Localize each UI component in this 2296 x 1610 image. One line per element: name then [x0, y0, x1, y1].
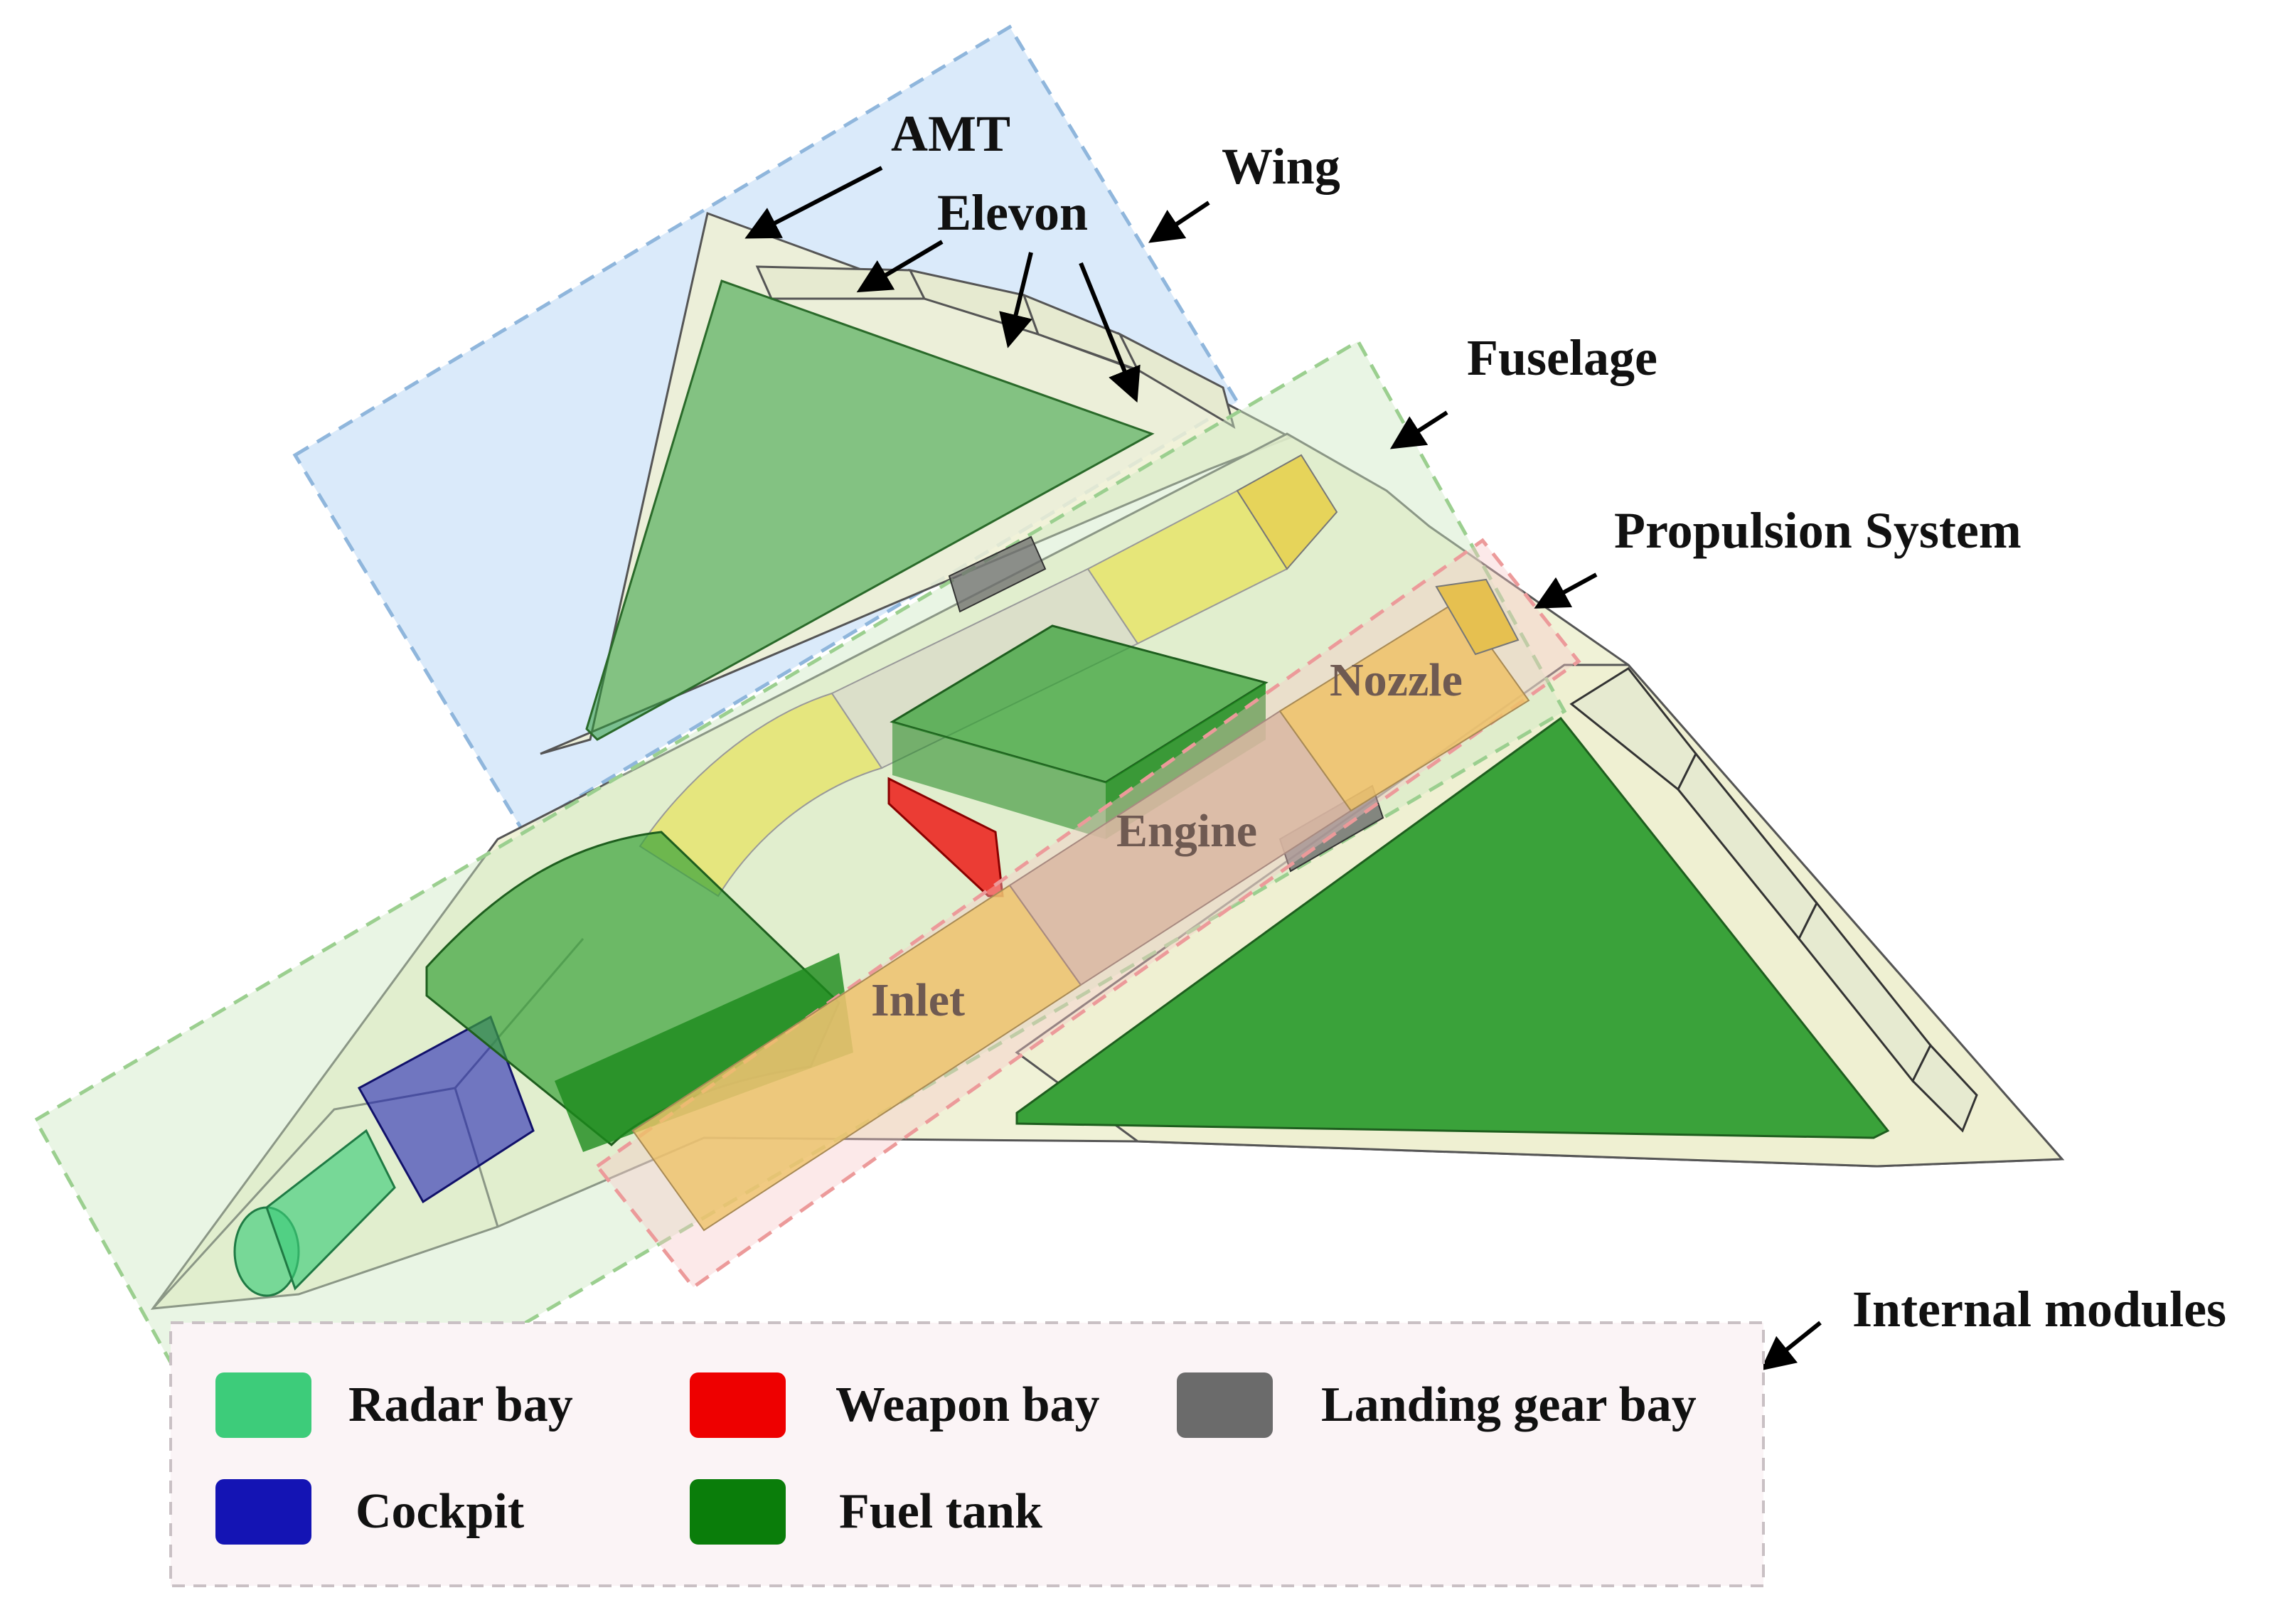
fuselage-label: Fuselage	[1467, 329, 1657, 386]
propulsion-system	[631, 578, 1530, 1232]
legend-swatch-fuel-tank	[690, 1479, 786, 1545]
fuselage-arrow	[1389, 410, 1448, 449]
legend-swatch-cockpit	[215, 1479, 311, 1545]
legend-swatch-weapon-bay	[690, 1372, 786, 1438]
elevon-segment	[755, 265, 927, 300]
fuselage-region	[33, 338, 1567, 1493]
legend-frame	[169, 1321, 1765, 1587]
propulsion-system-label: Propulsion System	[1614, 502, 2022, 559]
inlet-label: Inlet	[871, 974, 965, 1026]
elevon-arrow-1	[856, 240, 944, 293]
lower-wing-fuel-tank	[1015, 716, 1890, 1139]
radar-bay	[233, 1129, 396, 1297]
internal-modules-arrow	[1760, 1321, 1822, 1371]
amt-label: AMT	[891, 105, 1010, 162]
lower-elevons	[1569, 667, 1978, 1133]
elevon-segment	[1117, 331, 1236, 430]
callout-arrows	[744, 166, 1822, 1371]
cockpit	[357, 1015, 535, 1204]
legend-label-landing-gear-bay: Landing gear bay	[1321, 1377, 1697, 1432]
landing-gear-bay-upper	[948, 535, 1047, 613]
nozzle-label: Nozzle	[1330, 654, 1463, 706]
nozzle-exit	[1435, 578, 1520, 656]
internal-modules-label: Internal modules	[1852, 1281, 2226, 1338]
engine-label: Engine	[1116, 805, 1257, 857]
legend-swatch-radar-bay	[215, 1372, 311, 1438]
amt-arrow	[744, 166, 883, 239]
wing-label: Wing	[1222, 138, 1340, 195]
elevon-arrow-3	[1079, 262, 1141, 403]
elevon-label: Elevon	[937, 184, 1088, 241]
elevon-segment	[1911, 1043, 1978, 1133]
legend-label-fuel-tank: Fuel tank	[839, 1484, 1042, 1539]
legend-swatch-landing-gear-bay	[1177, 1372, 1273, 1438]
legend: Radar bay Weapon bay Landing gear bayCockp…	[169, 1321, 1765, 1587]
legend-label-weapon-bay: Weapon bay	[835, 1377, 1100, 1432]
upper-wing-fuel-tank	[585, 279, 1155, 741]
upper-nozzle	[1236, 454, 1338, 570]
wing-arrow	[1148, 201, 1210, 243]
elevon-arrow-2	[999, 252, 1033, 348]
legend-label-radar-bay: Radar bay	[348, 1377, 573, 1432]
legend-label-cockpit: Cockpit	[356, 1484, 524, 1539]
propulsion-arrow	[1534, 572, 1598, 609]
nozzle-body	[1278, 599, 1530, 812]
